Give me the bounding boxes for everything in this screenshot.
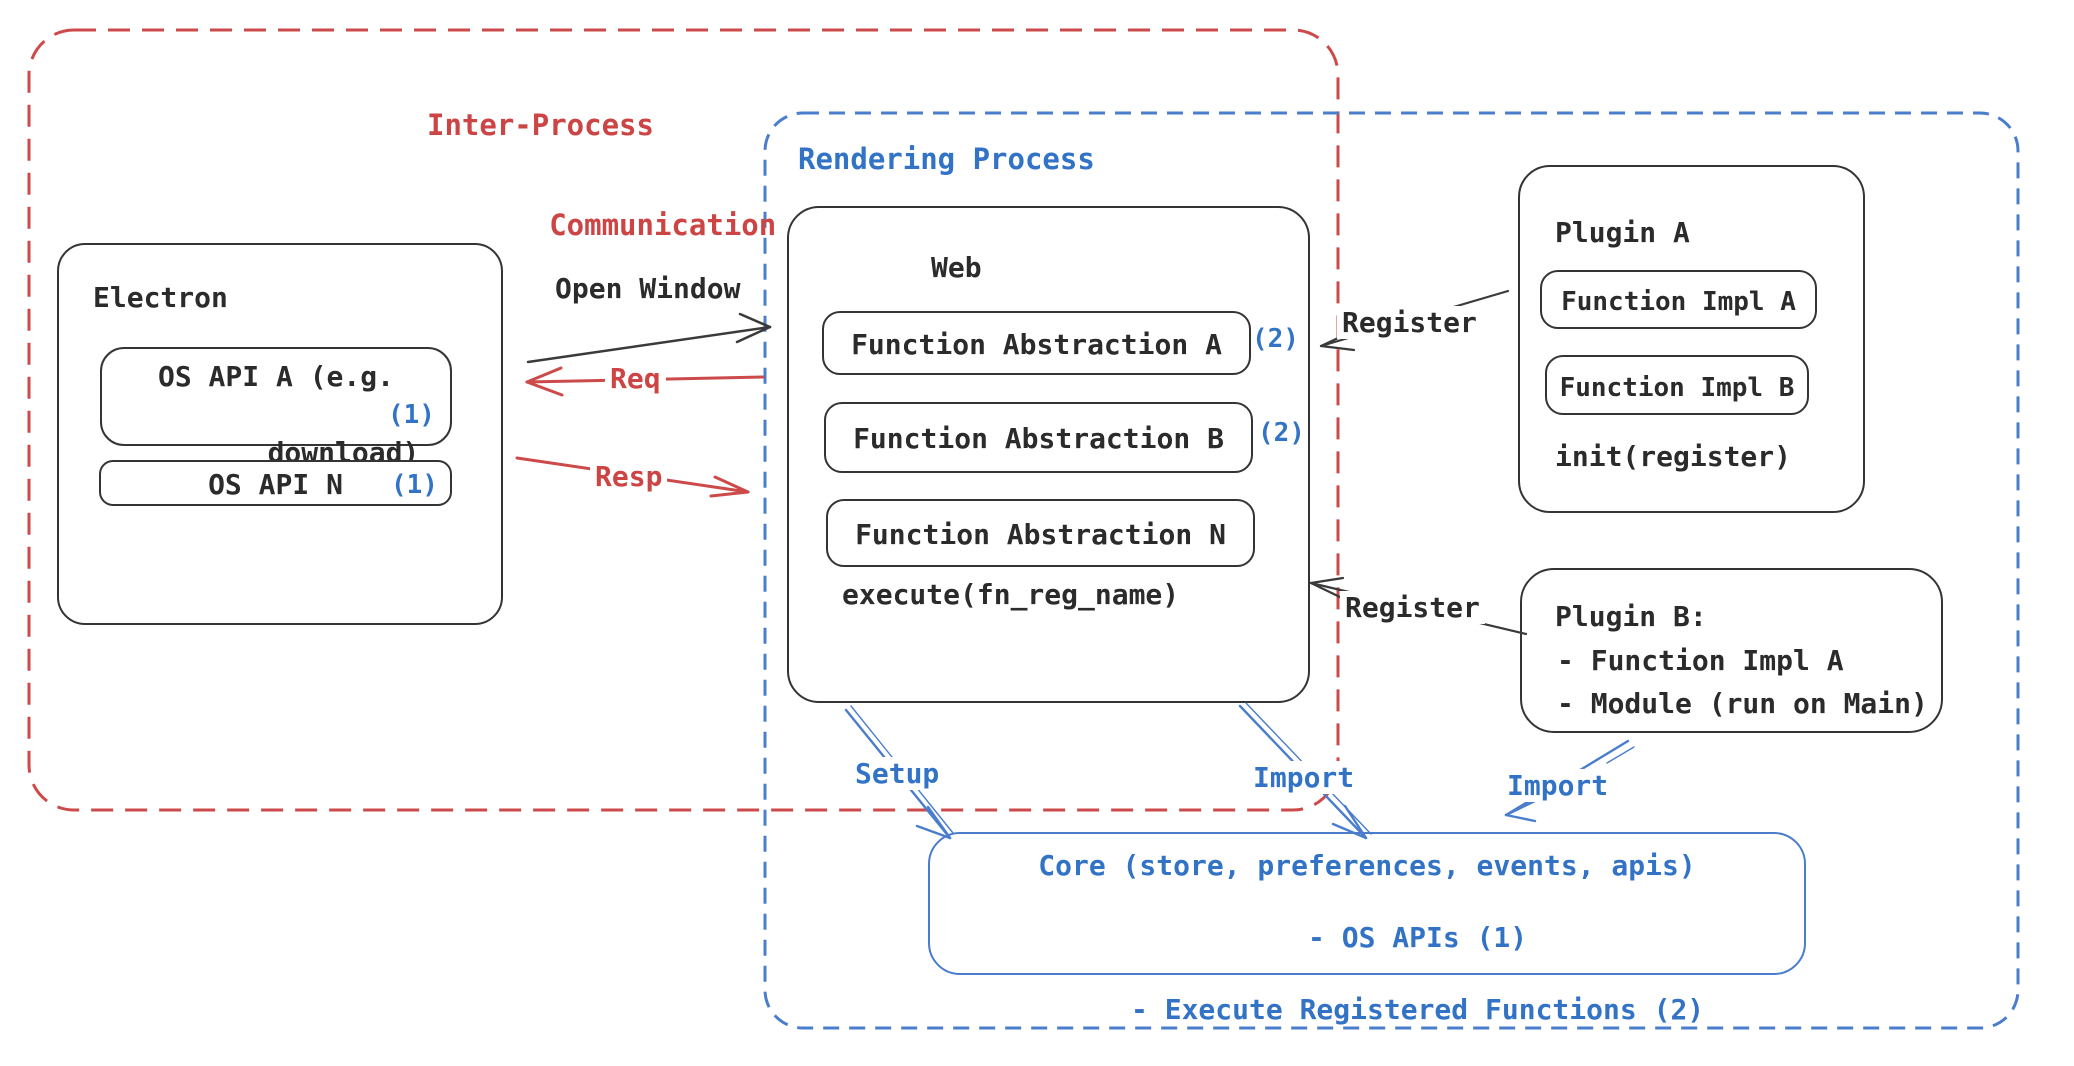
function-impl-a-label: Function Impl A <box>1561 287 1796 317</box>
core-text: Core (store, preferences, events, apis) … <box>930 848 1804 1028</box>
function-abstraction-b-badge: (2) <box>1258 418 1305 448</box>
electron-box: Electron OS API A (e.g. download) (1) OS… <box>57 243 503 625</box>
function-abstraction-a-label: Function Abstraction A <box>851 328 1222 361</box>
rendering-region-label: Rendering Process <box>798 142 1095 176</box>
register-bottom-label: Register <box>1340 591 1485 624</box>
function-impl-b-box: Function Impl B <box>1545 355 1809 415</box>
core-line2: - OS APIs (1) <box>1308 921 1528 954</box>
os-api-a-box: OS API A (e.g. download) (1) <box>100 347 452 469</box>
plugin-a-box: Plugin A Function Impl A Function Impl B… <box>1518 165 1865 513</box>
ipc-label-line1: Inter-Process <box>427 108 654 142</box>
resp-label: Resp <box>590 460 668 493</box>
os-api-a-badge: (1) <box>388 400 435 430</box>
function-abstraction-n-box: Function Abstraction N <box>826 499 1255 567</box>
plugin-b-impl-a-line: - Function Impl A <box>1557 644 1844 677</box>
function-abstraction-a-badge: (2) <box>1252 324 1299 354</box>
plugin-b-box: Plugin B: - Function Impl A - Module (ru… <box>1520 568 1943 733</box>
plugin-b-module-line: - Module (run on Main) <box>1557 687 1928 720</box>
req-label: Req <box>605 362 666 395</box>
os-api-n-box: OS API N (1) <box>99 460 452 506</box>
function-abstraction-b-box: Function Abstraction B <box>824 402 1253 473</box>
core-line1: Core (store, preferences, events, apis) <box>1038 849 1696 882</box>
open-window-label: Open Window <box>555 272 741 305</box>
plugin-b-title: Plugin B: <box>1555 600 1707 633</box>
web-box: Web Function Abstraction A (2) Function … <box>787 206 1310 703</box>
core-line3: - Execute Registered Functions (2) <box>1131 993 1705 1026</box>
open-window-arrow <box>526 312 772 364</box>
import-web-label: Import <box>1248 761 1360 794</box>
plugin-a-init-label: init(register) <box>1555 440 1792 473</box>
plugin-a-title: Plugin A <box>1555 216 1690 249</box>
os-api-a-line1: OS API A (e.g. <box>157 360 394 393</box>
function-impl-a-box: Function Impl A <box>1540 270 1817 329</box>
core-box: Core (store, preferences, events, apis) … <box>928 832 1806 1026</box>
ipc-region-label: Inter-Process Communication <box>427 100 776 250</box>
web-execute-label: execute(fn_reg_name) <box>842 578 1180 611</box>
import-plugin-label: Import <box>1502 769 1614 802</box>
function-abstraction-a-box: Function Abstraction A <box>822 311 1251 375</box>
web-title: Web <box>931 251 982 284</box>
electron-title: Electron <box>93 281 228 314</box>
ipc-label-line2: Communication <box>549 208 777 242</box>
function-impl-b-label: Function Impl B <box>1559 373 1795 403</box>
function-abstraction-n-label: Function Abstraction N <box>855 518 1226 551</box>
setup-label: Setup <box>850 757 945 790</box>
function-abstraction-b-label: Function Abstraction B <box>853 422 1224 455</box>
os-api-n-badge: (1) <box>391 470 438 500</box>
register-top-label: Register <box>1337 306 1482 339</box>
